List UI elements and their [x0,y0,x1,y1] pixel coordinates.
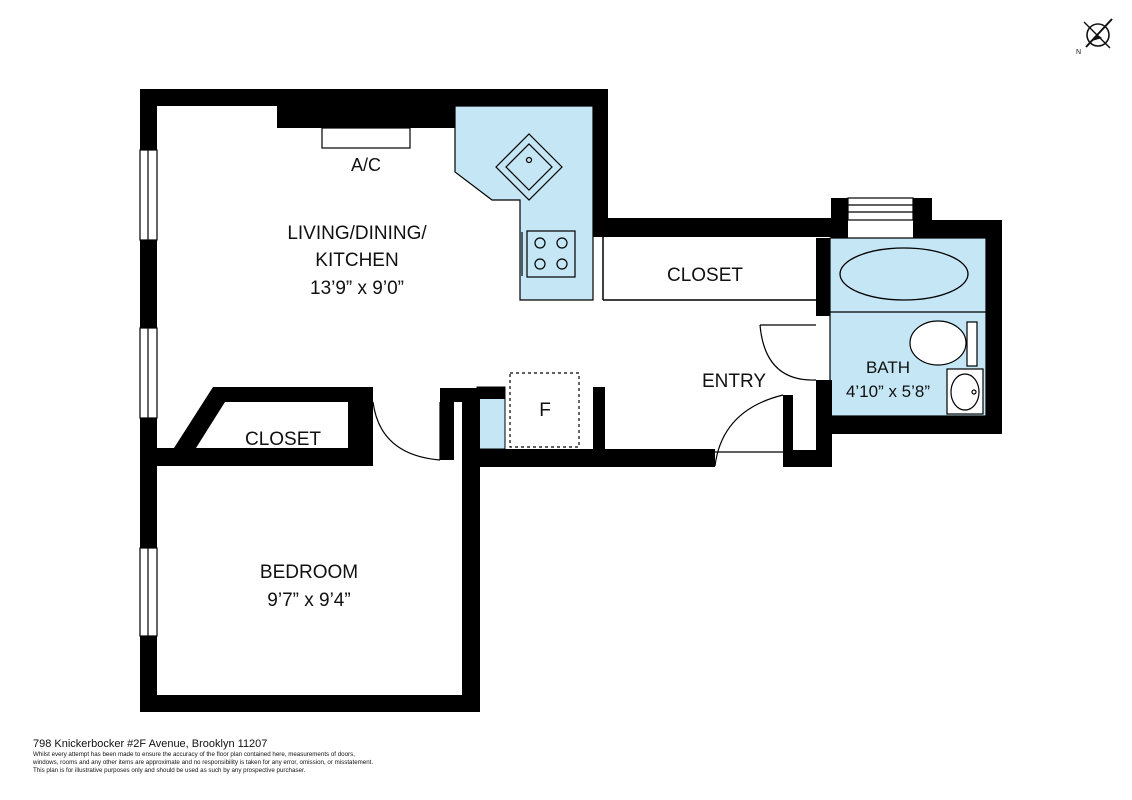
compass-north-label: N [1076,49,1081,56]
living-room-label-line1: LIVING/DINING/ [287,223,427,244]
sink-icon [495,133,563,201]
fridge-outline [509,372,580,448]
bath-dimensions: 4’10” x 5’8” [846,382,930,401]
kitchen-counter [454,105,594,301]
living-room-dimensions: 13’9” x 9’0” [310,278,404,299]
disclaimer-line-3: This plan is for illustrative purposes o… [33,767,306,774]
ac-unit [321,127,411,149]
stove-icon [521,230,576,278]
bathtub-icon [839,247,969,301]
door-swings [372,324,817,467]
toilet-icon [909,320,978,367]
closet-top-label: CLOSET [667,265,743,286]
closet-left-label: CLOSET [245,429,321,450]
bedroom-dimensions: 9’7” x 9’4” [267,590,350,611]
walls [140,89,1002,712]
windows [139,149,914,637]
footer: 798 Knickerbocker #2F Avenue, Brooklyn 1… [33,738,733,775]
fridge-label: F [539,400,551,421]
entry-label: ENTRY [702,371,766,392]
bath-label: BATH [866,358,910,377]
bedroom-label: BEDROOM [260,562,358,583]
address-text: 798 Knickerbocker #2F Avenue, Brooklyn 1… [33,738,268,750]
ac-label: A/C [351,155,381,175]
compass-icon: N [1076,18,1113,56]
living-room-label-line2: KITCHEN [315,250,398,271]
bath-sink-icon [946,368,984,415]
disclaimer-line-1: Whilst every attempt has been made to en… [33,751,355,758]
disclaimer-line-2: windows, rooms and any other items are a… [33,759,374,766]
